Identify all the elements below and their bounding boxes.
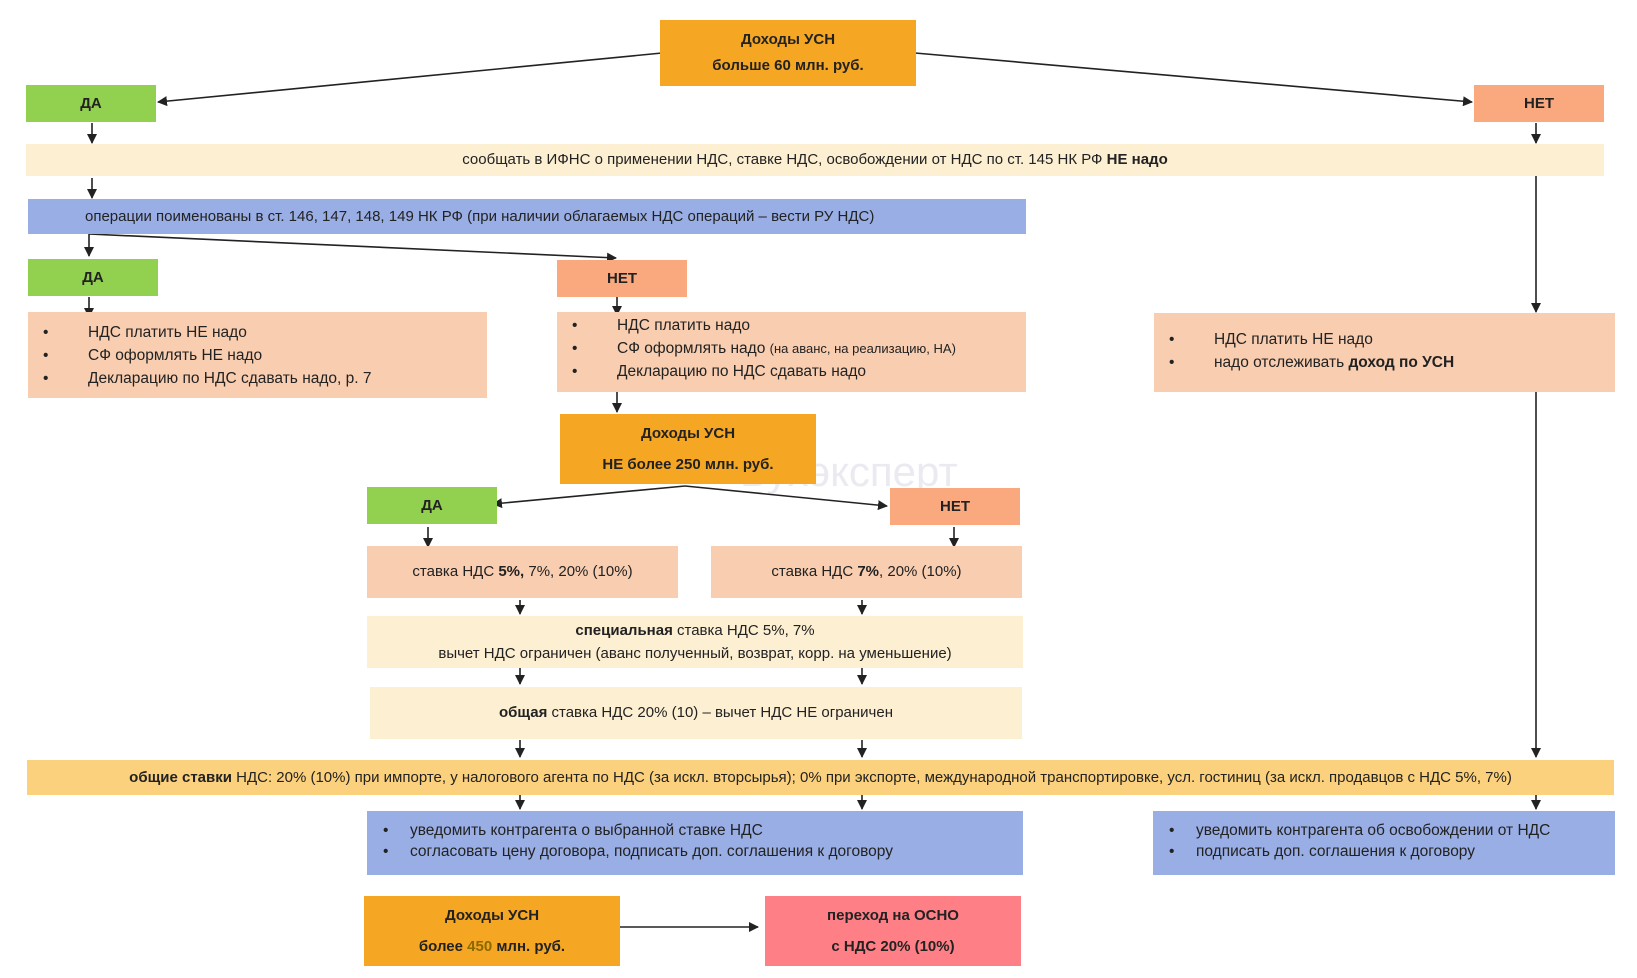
- list-item: НДС платить НЕ надо: [1154, 328, 1615, 351]
- arrow-mid-no: [684, 485, 888, 511]
- osno-line1: переход на ОСНО: [827, 906, 959, 924]
- special-line2: вычет НДС ограничен (аванс полученный, в…: [438, 644, 952, 662]
- no-box-3: НЕТ: [890, 488, 1020, 525]
- no-box-1: НЕТ: [1474, 85, 1604, 122]
- arrow-mid-yes: [492, 485, 686, 509]
- income-60m-box: Доходы УСН больше 60 млн. руб.: [660, 20, 916, 86]
- notify-left-box: уведомить контрагента о выбранной ставке…: [367, 811, 1023, 875]
- no-label-2: НЕТ: [607, 269, 637, 287]
- list-item: Декларацию по НДС сдавать надо: [557, 360, 1026, 383]
- income-60m-line2: больше 60 млн. руб.: [712, 57, 864, 74]
- operations-text: операции поименованы в ст. 146, 147, 148…: [85, 207, 875, 225]
- list-item: подписать доп. соглашения к договору: [1153, 841, 1615, 862]
- arrow-top-no: [914, 52, 1473, 107]
- arrow-ops-no: [88, 233, 617, 263]
- osno-line2: с НДС 20% (10%): [831, 937, 955, 955]
- ifns-notify-text: сообщать в ИФНС о применении НДС, ставке…: [462, 151, 1168, 168]
- notify-left-list: уведомить контрагента о выбранной ставке…: [367, 820, 1023, 862]
- list-yes: НДС платить НЕ надо СФ оформлять НЕ надо…: [28, 321, 487, 390]
- common-rates-bar: общие ставки НДС: 20% (10%) при импорте,…: [27, 760, 1614, 795]
- list-item: уведомить контрагента о выбранной ставке…: [367, 820, 1023, 841]
- special-line1: специальная ставка НДС 5%, 7%: [575, 621, 815, 639]
- yes-box-2: ДА: [28, 259, 158, 296]
- no-box-2: НЕТ: [557, 260, 687, 297]
- notify-right-list: уведомить контрагента об освобождении от…: [1153, 820, 1615, 862]
- list-item: Декларацию по НДС сдавать надо, р. 7: [28, 367, 487, 390]
- list-no-note: (на аванс, на реализацию, НА): [769, 341, 956, 356]
- list-right-box: НДС платить НЕ надо надо отслеживать дох…: [1154, 313, 1615, 392]
- list-item: уведомить контрагента об освобождении от…: [1153, 820, 1615, 841]
- no-label-3: НЕТ: [940, 497, 970, 515]
- list-no-box: НДС платить надо СФ оформлять надо (на а…: [557, 312, 1026, 392]
- list-item: НДС платить НЕ надо: [28, 321, 487, 344]
- list-right-bold: доход по УСН: [1348, 354, 1455, 371]
- common-rates-text: общие ставки НДС: 20% (10%) при импорте,…: [129, 768, 1512, 786]
- list-item: СФ оформлять НЕ надо: [28, 344, 487, 367]
- ifns-notify-bar: сообщать в ИФНС о применении НДС, ставке…: [26, 144, 1604, 176]
- list-item: СФ оформлять надо (на аванс, на реализац…: [557, 337, 1026, 360]
- general-rate-box: общая ставка НДС 20% (10) – вычет НДС НЕ…: [370, 687, 1022, 739]
- general-text: общая ставка НДС 20% (10) – вычет НДС НЕ…: [498, 704, 894, 721]
- notify-right-box: уведомить контрагента об освобождении от…: [1153, 811, 1615, 875]
- list-no: НДС платить надо СФ оформлять надо (на а…: [557, 314, 1026, 383]
- osno-box: переход на ОСНО с НДС 20% (10%): [765, 896, 1021, 966]
- list-item: НДС платить надо: [557, 314, 1026, 337]
- rate-no-box: ставка НДС 7%, 20% (10%): [711, 546, 1022, 598]
- yes-label-2: ДА: [82, 268, 104, 286]
- list-yes-box: НДС платить НЕ надо СФ оформлять НЕ надо…: [28, 312, 487, 398]
- rate-yes-box: ставка НДС 5%, 7%, 20% (10%): [367, 546, 678, 598]
- income-450m-box: Доходы УСН более 450 млн. руб.: [364, 896, 620, 966]
- income-450m-line1: Доходы УСН: [444, 906, 540, 924]
- list-item: надо отслеживать доход по УСН: [1154, 351, 1615, 374]
- rate-yes-text: ставка НДС 5%, 7%, 20% (10%): [412, 563, 633, 580]
- ifns-notify-bold: НЕ надо: [1106, 151, 1168, 168]
- income-250m-line1: Доходы УСН: [640, 424, 736, 442]
- yes-box-3: ДА: [367, 487, 497, 524]
- yes-box-1: ДА: [26, 85, 156, 122]
- income-450m-line2: более 450 млн. руб.: [418, 937, 566, 955]
- no-label-1: НЕТ: [1524, 94, 1554, 112]
- list-right: НДС платить НЕ надо надо отслеживать дох…: [1154, 328, 1615, 374]
- yes-label-3: ДА: [421, 496, 443, 514]
- income-60m-line1: Доходы УСН: [740, 31, 836, 48]
- yes-label-1: ДА: [80, 94, 102, 112]
- operations-bar: операции поименованы в ст. 146, 147, 148…: [28, 199, 1026, 234]
- special-rate-box: специальная ставка НДС 5%, 7% вычет НДС …: [367, 616, 1023, 668]
- arrow-top-yes: [157, 52, 663, 107]
- list-item: согласовать цену договора, подписать доп…: [367, 841, 1023, 862]
- rate-no-text: ставка НДС 7%, 20% (10%): [771, 563, 962, 580]
- income-250m-line2: НЕ более 250 млн. руб.: [602, 455, 774, 473]
- income-250m-box: Доходы УСН НЕ более 250 млн. руб.: [560, 414, 816, 484]
